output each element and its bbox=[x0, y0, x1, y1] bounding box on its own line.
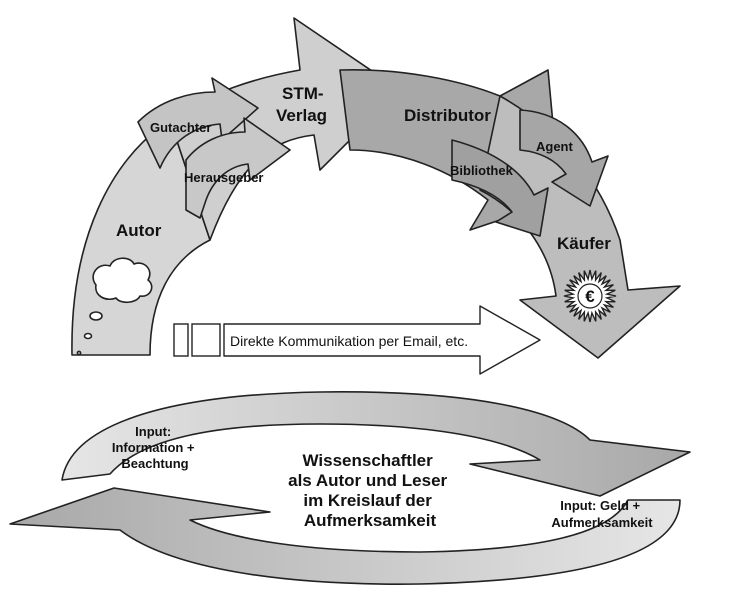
review-sub-arrows bbox=[137, 77, 291, 219]
loop-arrow-upper bbox=[61, 391, 691, 497]
arrow-herausgeber bbox=[185, 117, 291, 219]
label-gutachter: Gutachter bbox=[150, 120, 211, 135]
arrow-gutachter bbox=[137, 77, 259, 169]
input-left-label: Input: Information + Beachtung bbox=[112, 424, 198, 471]
label-herausgeber: Herausgeber bbox=[184, 170, 263, 185]
center-title: Wissenschaftler als Autor und Leser im K… bbox=[288, 451, 452, 530]
thought-cloud-icon bbox=[76, 257, 153, 356]
label-stm: STM- bbox=[282, 84, 324, 103]
input-right-label: Input: Geld + Aufmerksamkeit bbox=[551, 498, 653, 530]
label-verlag: Verlag bbox=[276, 106, 327, 125]
direct-communication-arrow: Direkte Kommunikation per Email, etc. bbox=[173, 305, 541, 375]
euro-burst-icon: € bbox=[563, 269, 617, 323]
distribution-sub-arrows bbox=[451, 109, 609, 237]
label-bibliothek: Bibliothek bbox=[450, 163, 514, 178]
label-autor: Autor bbox=[116, 221, 162, 240]
label-kaeufer: Käufer bbox=[557, 234, 611, 253]
arrow-bibliothek bbox=[451, 139, 549, 237]
label-distributor: Distributor bbox=[404, 106, 491, 125]
label-agent: Agent bbox=[536, 139, 574, 154]
attention-loop bbox=[9, 391, 691, 585]
arrow-agent bbox=[519, 109, 609, 207]
direct-communication-label: Direkte Kommunikation per Email, etc. bbox=[230, 333, 468, 349]
euro-symbol: € bbox=[585, 287, 595, 306]
loop-arrow-lower bbox=[9, 487, 681, 585]
